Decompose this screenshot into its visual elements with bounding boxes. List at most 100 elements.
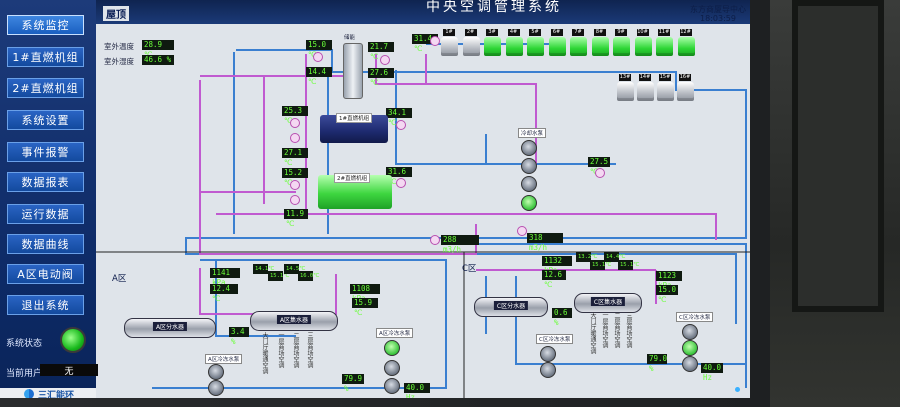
cooling-tower-label: 7# [572,29,584,36]
cooling-pump-2[interactable] [521,158,537,174]
cooling-tower[interactable] [591,37,609,56]
cooling-tower[interactable] [634,37,652,56]
a-supply-header[interactable]: A区分水器 [124,318,216,338]
nav-a-zone-valve[interactable]: A区电动阀 [7,264,84,284]
reading-r3: 14.4 ℃ [306,67,332,86]
pipe-network [96,43,750,398]
nav-data-curve[interactable]: 数据曲线 [7,234,84,254]
valve-marker [290,195,300,205]
cooling-tower-label: 2# [464,29,477,36]
cooling-tower[interactable] [570,37,587,56]
c-temp-2: 15.0 ℃ [656,285,678,304]
c-return-header-label: C区集水器 [590,297,626,306]
flow-reading-2: 318 m3/h [527,233,563,252]
cooling-tower[interactable] [484,37,501,56]
c-hot-pump-2[interactable] [682,340,698,356]
pipe-purple-branch [200,83,717,240]
c-return-header[interactable]: C区集水器 [574,293,642,313]
c-supply-header-label: C区分水器 [493,301,529,310]
a-hot-pump-2[interactable] [384,360,400,376]
a-pressure-1: 1141 kPa [210,268,240,287]
chiller-1-label: 1#直燃机组 [336,113,373,123]
valve-marker [380,55,390,65]
cooling-tower[interactable] [548,37,566,56]
cooling-tower[interactable] [617,82,634,101]
cooling-tower[interactable] [677,82,694,101]
a-hot-pump-3[interactable] [384,378,400,394]
flow-reading-1: 288 m3/h [441,235,479,254]
cooling-tower[interactable] [505,37,523,56]
cooling-pump-4[interactable] [521,195,537,211]
current-user-label: 当前用户 [6,369,43,379]
brand-name: 三汇能环 [38,390,75,399]
pipe-blue-lower [152,243,747,389]
c-hot-pump-3[interactable] [682,356,698,372]
chiller-2[interactable]: 2#直燃机组 [318,173,392,209]
c-branch-label-1: 大门厅暖通空调 [589,312,596,354]
a-hot-pump-1[interactable] [384,340,400,356]
cooling-tower[interactable] [613,37,630,56]
wall-frame [792,0,884,312]
cooling-tower-label: 1# [443,29,455,36]
cooling-pump-label: 冷却水泵 [518,128,547,138]
cooling-tower-label: 9# [615,29,627,36]
c-supply-header[interactable]: C区分水器 [474,297,548,317]
c-pump-1[interactable] [540,346,556,362]
c-pump-group-label: C区冷冻水泵 [536,334,574,344]
nav-run-data[interactable]: 运行数据 [7,204,84,224]
background-wall [770,0,900,407]
cooling-tower[interactable] [527,37,544,56]
reading-r9: 15.2 ℃ [282,168,308,187]
a-branch-label-2: 一层商场空调 [277,332,284,368]
reading-r11: 11.9 ℃ [284,209,308,228]
c-branch-label-2: 一层商场空调 [601,312,608,348]
cooling-tower[interactable] [637,82,654,101]
cooling-tower-label: 11# [658,29,670,36]
nav-system-monitor[interactable]: 系统监控 [7,15,84,35]
a-branch-label-4: 三层商场空调 [306,332,313,368]
clock-time: 18:03:59 [700,14,736,23]
valve-marker [396,178,406,188]
cooling-tower[interactable] [441,37,458,56]
nav-chiller-1[interactable]: 1#直燃机组 [7,47,84,67]
cooling-tower[interactable] [657,82,674,101]
a-pressure-2: 1108 kPa [350,284,380,303]
reading-r1: 15.0 ℃ [306,40,332,59]
nav-exit-system[interactable]: 退出系统 [7,295,84,315]
nav-data-report[interactable]: 数据报表 [7,172,84,192]
a-branch-temp-1: 14.1℃ [253,264,275,274]
cooling-tower[interactable] [656,37,673,56]
sidebar: 系统监控 1#直燃机组 2#直燃机组 系统设置 事件报警 数据报表 运行数据 数… [0,0,98,399]
cooling-tower-label: 6# [550,29,563,36]
a-pump-2[interactable] [208,380,224,396]
storage-tank [343,43,363,99]
outdoor-humidity-label: 室外湿度 [104,57,134,66]
current-user-value: 无 [40,364,98,377]
chiller-1[interactable]: 1#直燃机组 [320,113,388,143]
a-return-header[interactable]: A区集水器 [250,311,338,331]
cooling-tower-label: 10# [636,29,649,36]
c-branch-label-4: 三层商场空调 [625,312,632,348]
cooling-tower-label: 16# [679,74,691,81]
pipe-blue-branch [233,43,616,234]
zone-c-label: C区 [462,264,477,274]
a-hot-pump-label: A区冷冻水泵 [376,328,414,338]
nav-system-settings[interactable]: 系统设置 [7,110,84,130]
cooling-pump-3[interactable] [521,176,537,192]
outdoor-humidity-value: 46.6 % [142,55,174,65]
reading-r4: 27.6 ℃ [368,68,394,87]
cooling-tower[interactable] [677,37,695,56]
zone-a-label: A区 [112,274,127,284]
nav-event-alarm[interactable]: 事件报警 [7,142,84,162]
c-pump-2[interactable] [540,362,556,378]
valve-marker [595,168,605,178]
app-title: 中央空调管理系统 [426,0,562,15]
a-branch-temp-2: 15.1℃ [268,271,290,281]
valve-marker [290,133,300,143]
cooling-tower[interactable] [462,37,480,56]
c-hot-pump-1[interactable] [682,324,698,340]
cooling-pump-1[interactable] [521,140,537,156]
outdoor-temp-label: 室外温度 [104,42,134,51]
a-pump-1[interactable] [208,364,224,380]
nav-chiller-2[interactable]: 2#直燃机组 [7,78,84,98]
